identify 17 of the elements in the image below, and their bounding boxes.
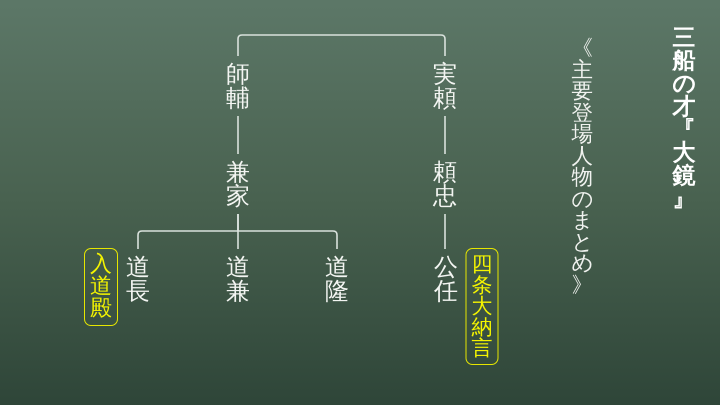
name-text: 実頼 xyxy=(433,56,457,116)
family-tree-line xyxy=(444,214,446,249)
family-tree-line xyxy=(237,214,338,249)
name-text: 道兼 xyxy=(226,249,250,309)
family-tree-line xyxy=(237,34,446,56)
subtitle: 《主要登場人物のまとめ》 xyxy=(571,38,593,296)
title: 三船の才『大鏡』 xyxy=(672,27,696,211)
name-text: 道長 xyxy=(126,249,150,309)
name-text: 頼忠 xyxy=(433,154,457,214)
family-tree-line xyxy=(237,116,239,154)
note-box: 入道殿 xyxy=(84,248,118,326)
name-text: 公任 xyxy=(434,249,458,309)
note-box: 四条大納言 xyxy=(466,248,498,365)
family-tree-line xyxy=(444,116,446,154)
name-text: 道隆 xyxy=(325,249,349,309)
name-text: 師輔 xyxy=(226,56,250,116)
name-text: 兼家 xyxy=(226,154,250,214)
